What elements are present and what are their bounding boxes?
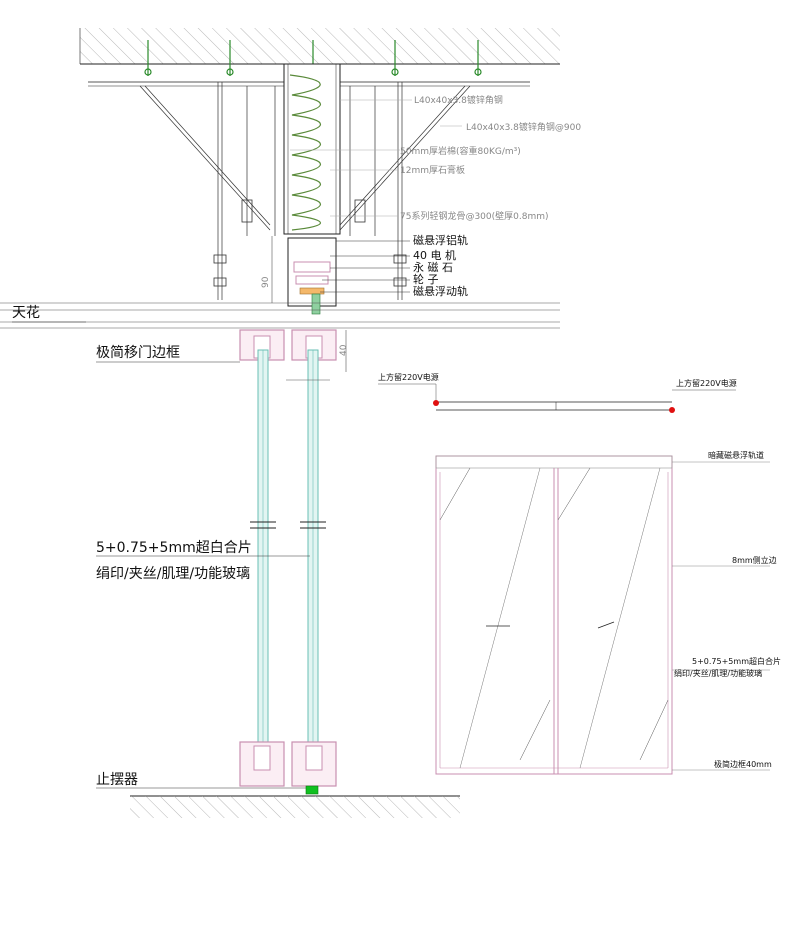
label-motor: 40 电 机 bbox=[413, 248, 456, 262]
floor-slab bbox=[130, 795, 460, 818]
frame-profile-bottom-right bbox=[291, 741, 337, 787]
faint-leaders bbox=[290, 99, 462, 217]
label-keel: 75系列轻钢龙骨@300(壁厚0.8mm) bbox=[400, 210, 549, 222]
ceiling-slab bbox=[79, 28, 560, 65]
label-glass-spec-1: 5+0.75+5mm超白合片 bbox=[96, 540, 252, 556]
label-glass-spec-2: 绢印/夹丝/肌理/功能玻璃 bbox=[96, 565, 250, 582]
track-label-leaders bbox=[320, 240, 410, 293]
rod-nuts bbox=[213, 199, 407, 287]
label-frame-40: 极简边框40mm bbox=[714, 759, 772, 769]
label-angle-steel-1: L40x40x3.8镀锌角钢 bbox=[414, 94, 503, 106]
rock-wool-insulation bbox=[283, 63, 341, 235]
ceiling-anchors bbox=[144, 40, 482, 76]
frame-profile-bottom-left bbox=[239, 741, 285, 787]
glass-break-marks bbox=[250, 521, 326, 529]
power-point-left bbox=[433, 400, 439, 406]
glass-panel-left bbox=[257, 349, 269, 756]
power-point-right bbox=[669, 407, 675, 413]
ceiling-board bbox=[0, 302, 560, 329]
label-rock-wool: 50mm厚岩棉(容重80KG/m³) bbox=[400, 145, 521, 157]
elevation-power-line bbox=[378, 383, 736, 411]
hanger-rods bbox=[139, 82, 471, 300]
label-power-right: 上方留220V电源 bbox=[676, 378, 737, 388]
label-moving-rail: 磁悬浮动轨 bbox=[413, 284, 468, 298]
dimension-lines bbox=[271, 236, 347, 381]
label-power-left: 上方留220V电源 bbox=[378, 372, 439, 382]
label-gypsum: 12mm厚石膏板 bbox=[400, 164, 465, 176]
label-ceiling: 天花 bbox=[12, 305, 40, 321]
label-elev-glass-1: 5+0.75+5mm超白合片 bbox=[692, 656, 781, 666]
glass-panel-right bbox=[307, 349, 319, 756]
label-stopper: 止摆器 bbox=[96, 772, 138, 788]
section-label-leaders bbox=[12, 321, 310, 789]
maglev-track-housing bbox=[287, 237, 337, 315]
elevation-door bbox=[435, 455, 673, 775]
label-side-edge: 8mm侧立边 bbox=[732, 555, 777, 565]
label-frame: 极简移门边框 bbox=[96, 344, 180, 361]
dim-90: 90 bbox=[261, 276, 271, 288]
dim-40: 40 bbox=[339, 344, 349, 356]
label-rail: 磁悬浮铝轨 bbox=[413, 233, 468, 247]
floor-stopper bbox=[305, 785, 319, 795]
label-elev-glass-2: 绢印/夹丝/肌理/功能玻璃 bbox=[674, 668, 762, 678]
label-wheel: 轮 子 bbox=[413, 272, 439, 286]
label-magnet: 永 磁 石 bbox=[413, 260, 453, 274]
elevation-leaders bbox=[672, 461, 770, 771]
label-angle-steel-2: L40x40x3.8镀锌角钢@900 bbox=[466, 121, 581, 133]
label-hidden-track: 暗藏磁悬浮轨道 bbox=[708, 450, 764, 460]
